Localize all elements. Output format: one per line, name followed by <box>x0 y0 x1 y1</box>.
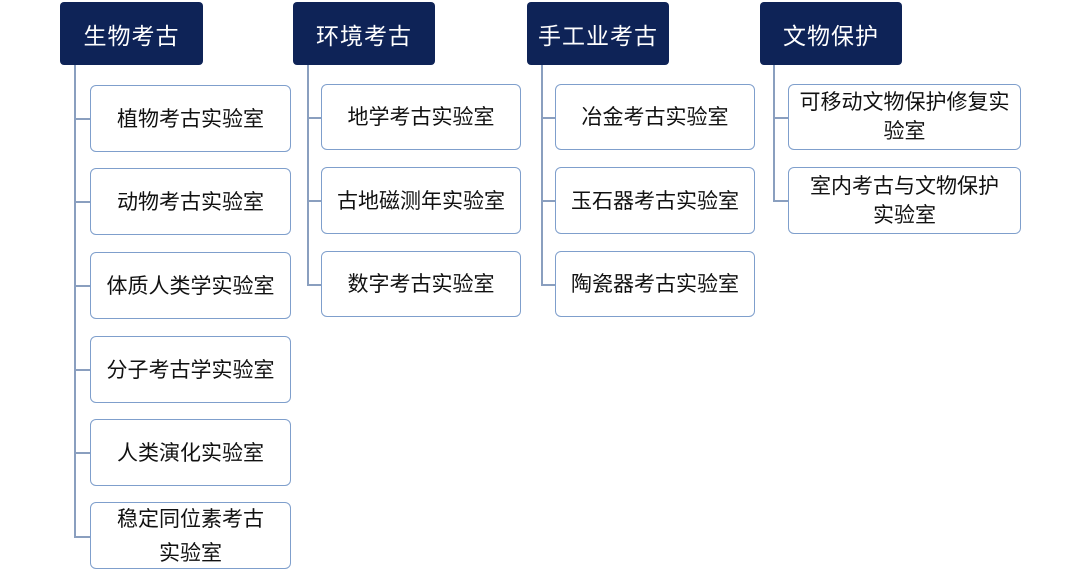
lab-label: 冶金考古实验室 <box>581 105 729 129</box>
lab-box: 体质人类学实验室 <box>90 252 291 319</box>
lab-box: 植物考古实验室 <box>90 85 291 152</box>
category-header-environmental-archaeology: 环境考古 <box>293 2 435 65</box>
connector-branch <box>307 284 321 286</box>
category-header-craft-archaeology: 手工业考古 <box>527 2 669 65</box>
connector-branch <box>74 369 90 371</box>
lab-box: 室内考古与文物保护实验室 <box>788 167 1021 234</box>
lab-box: 人类演化实验室 <box>90 419 291 486</box>
connector-trunk <box>307 65 309 285</box>
connector-branch <box>74 452 90 454</box>
lab-label: 植物考古实验室 <box>117 106 264 131</box>
connector-branch <box>74 201 90 203</box>
lab-box: 陶瓷器考古实验室 <box>555 251 755 317</box>
connector-branch <box>307 117 321 119</box>
category-header-bio-archaeology: 生物考古 <box>60 2 203 65</box>
lab-label: 玉石器考古实验室 <box>571 188 739 213</box>
lab-label: 古地磁测年实验室 <box>337 188 505 213</box>
lab-label: 陶瓷器考古实验室 <box>571 272 739 296</box>
lab-box: 稳定同位素考古实验室 <box>90 502 291 569</box>
connector-branch <box>74 285 90 287</box>
connector-trunk <box>773 65 775 201</box>
connector-trunk <box>74 65 76 537</box>
connector-branch <box>307 200 321 202</box>
lab-box: 地学考古实验室 <box>321 84 521 150</box>
category-header-cultural-relic-conservation: 文物保护 <box>760 2 902 65</box>
connector-branch <box>773 200 788 202</box>
lab-label: 体质人类学实验室 <box>106 273 275 298</box>
connector-branch <box>74 118 90 120</box>
lab-label: 数字考古实验室 <box>347 272 495 296</box>
lab-box: 分子考古学实验室 <box>90 336 291 403</box>
lab-label: 分子考古学实验室 <box>106 357 275 382</box>
connector-branch <box>541 200 555 202</box>
lab-box: 古地磁测年实验室 <box>321 167 521 234</box>
connector-branch <box>773 117 788 119</box>
lab-label: 稳定同位素考古实验室 <box>117 506 264 565</box>
lab-box: 玉石器考古实验室 <box>555 167 755 234</box>
lab-box: 冶金考古实验室 <box>555 84 755 150</box>
connector-branch <box>541 284 555 286</box>
lab-label: 室内考古与文物保护实验室 <box>810 173 999 227</box>
connector-branch <box>541 117 555 119</box>
lab-label: 人类演化实验室 <box>117 440 264 465</box>
lab-label: 可移动文物保护修复实验室 <box>799 90 1010 143</box>
connector-branch <box>74 536 90 538</box>
lab-box: 可移动文物保护修复实验室 <box>788 84 1021 150</box>
lab-label: 动物考古实验室 <box>117 189 264 214</box>
lab-label: 地学考古实验室 <box>347 105 495 129</box>
lab-box: 动物考古实验室 <box>90 168 291 235</box>
lab-box: 数字考古实验室 <box>321 251 521 317</box>
connector-trunk <box>541 65 543 285</box>
